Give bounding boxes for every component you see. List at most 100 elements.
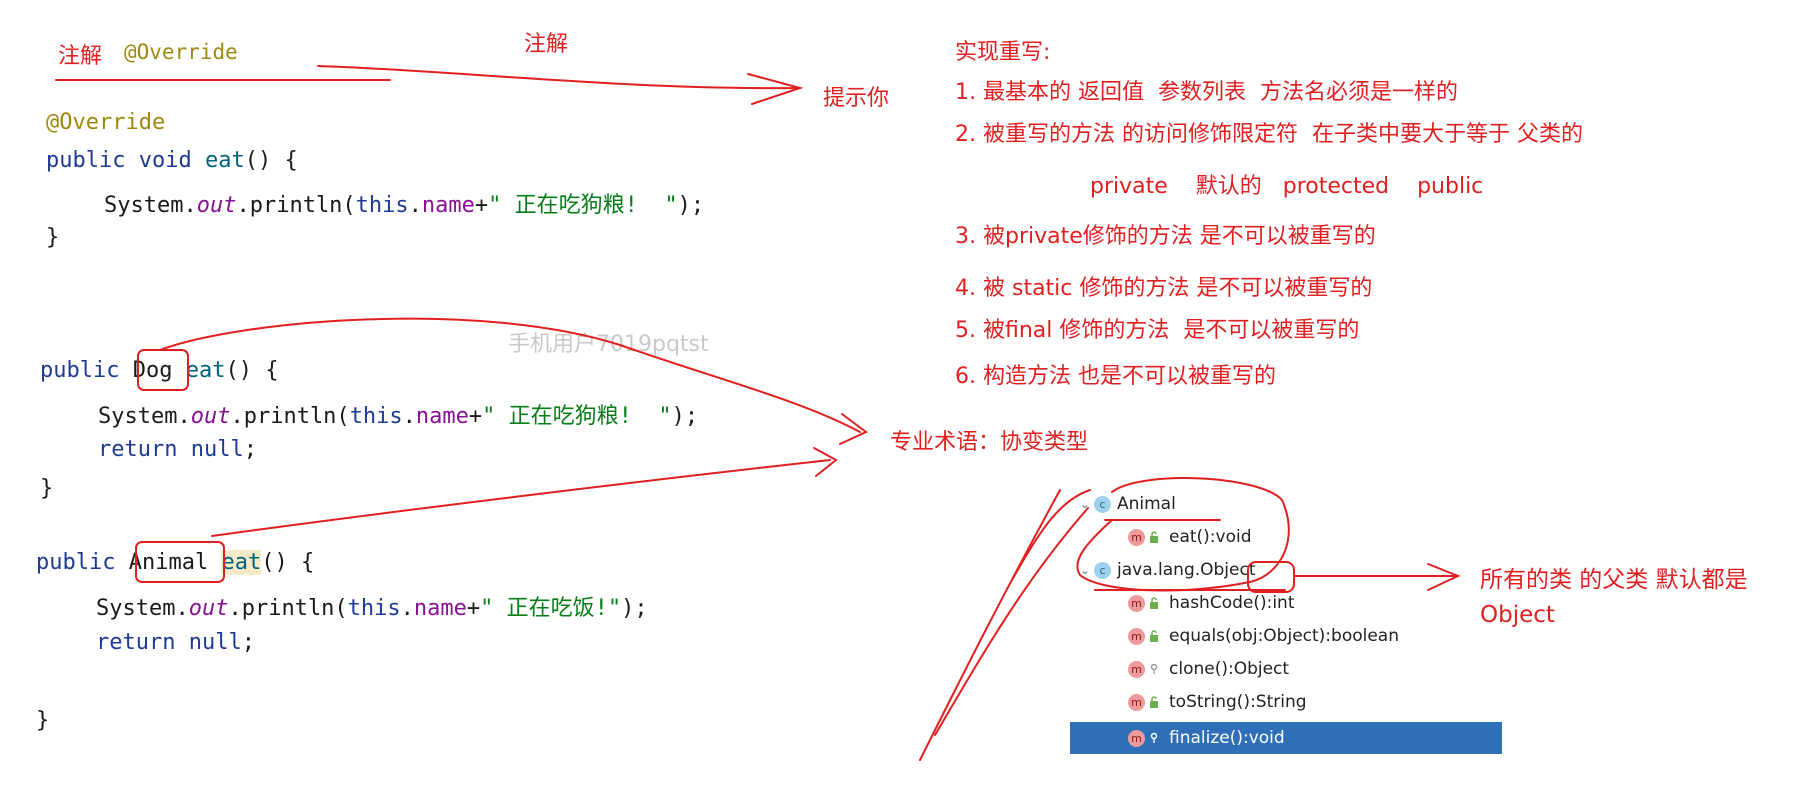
- return-statement: return null;: [96, 630, 255, 655]
- keyword-this: this: [355, 193, 409, 218]
- keyword-return: return: [98, 437, 178, 462]
- close-brace: }: [36, 708, 50, 733]
- rule-item: 6. 构造方法 也是不可以被重写的: [955, 364, 1276, 389]
- rules-title: 实现重写:: [955, 40, 1051, 65]
- tree-node-finalize[interactable]: m finalize():void: [1070, 722, 1502, 754]
- string-literal: " 正在吃狗粮! ": [482, 404, 672, 429]
- system-text: System.: [98, 404, 191, 429]
- hint-arrow-head: [747, 73, 804, 105]
- tree-node-eat[interactable]: m eat():void: [1128, 527, 1252, 547]
- public-lock-icon: [1150, 597, 1158, 609]
- name-field: name: [421, 193, 475, 218]
- plus: +: [474, 193, 489, 218]
- rule-item: 4. 被 static 修饰的方法 是不可以被重写的: [955, 276, 1373, 301]
- system-text: System.: [104, 193, 197, 218]
- return-type-animal: Animal: [128, 550, 209, 575]
- access-modifier-order: private 默认的 protected public: [1090, 174, 1484, 199]
- semicolon: ;: [243, 437, 257, 462]
- rule-item: 5. 被final 修饰的方法 是不可以被重写的: [955, 318, 1360, 343]
- animal-arrow-head: [813, 447, 838, 477]
- close-brace: }: [46, 225, 60, 250]
- plus: +: [468, 404, 483, 429]
- print-statement: System.out.println(this.name+" 正在吃狗粮! ")…: [104, 187, 704, 219]
- dog-highlight-box: [137, 349, 189, 391]
- tree-node-label: clone():Object: [1169, 659, 1290, 679]
- chevron-down-icon[interactable]: ⌄: [1080, 497, 1091, 511]
- statement-end: );: [621, 596, 648, 621]
- animal-highlight-box: [135, 541, 225, 583]
- annotation-code-label: @Override: [124, 40, 238, 64]
- string-literal: " 正在吃饭!": [480, 596, 622, 621]
- method-name: eat: [204, 148, 245, 173]
- tree-node-equals[interactable]: m equals(obj:Object):boolean: [1128, 626, 1399, 646]
- println-call: .println(: [228, 596, 348, 621]
- public-lock-icon: [1150, 531, 1158, 543]
- method-icon: m: [1128, 528, 1145, 546]
- statement-end: );: [677, 193, 705, 218]
- string-literal: " 正在吃狗粮! ": [488, 193, 678, 218]
- keyword-null: null: [190, 437, 244, 462]
- method-name: eat: [221, 550, 262, 575]
- paren-open: () {: [261, 550, 315, 575]
- tree-node-label: eat():void: [1169, 527, 1252, 547]
- chevron-down-icon[interactable]: ⌄: [1080, 563, 1091, 577]
- keyword-public: public: [40, 358, 120, 383]
- paren-open: () {: [225, 358, 279, 383]
- keyword-return: return: [96, 630, 176, 655]
- rule-item: 2. 被重写的方法 的访问修饰限定符 在子类中要大于等于 父类的: [955, 122, 1583, 147]
- statement-end: );: [671, 404, 699, 429]
- out-field: out: [196, 193, 237, 218]
- tree-node-clone[interactable]: m clone():Object: [1128, 659, 1289, 679]
- paren-open: () {: [244, 148, 298, 173]
- dot: .: [402, 404, 416, 429]
- method-signature: public Dog eat() {: [40, 358, 278, 383]
- out-field: out: [190, 404, 231, 429]
- tree-node-label: hashCode():int: [1169, 593, 1295, 613]
- dog-arrow-head: [839, 413, 868, 445]
- return-statement: return null;: [98, 437, 257, 462]
- method-icon: m: [1128, 594, 1145, 612]
- println-call: .println(: [236, 193, 356, 218]
- plus: +: [466, 596, 481, 621]
- println-call: .println(: [230, 404, 350, 429]
- annotation-label: 注解: [58, 44, 103, 69]
- tree-node-label: toString():String: [1169, 692, 1307, 712]
- override-annotation: @Override: [46, 110, 166, 135]
- covariant-term: 专业术语：协变类型: [890, 430, 1089, 455]
- semicolon: ;: [241, 630, 255, 655]
- hint-arrow: [317, 65, 801, 90]
- method-icon: m: [1128, 729, 1145, 747]
- animal-arrow: [211, 459, 831, 537]
- object-arrow-head: [1427, 563, 1461, 591]
- object-note-line1: 所有的类 的父类 默认都是: [1480, 567, 1748, 593]
- keyword-this: this: [349, 404, 403, 429]
- dot: .: [408, 193, 422, 218]
- method-icon: m: [1128, 627, 1145, 645]
- class-icon: c: [1094, 561, 1111, 579]
- ink-stroke: [1011, 489, 1091, 581]
- close-brace: }: [40, 476, 54, 501]
- method-name: eat: [185, 358, 226, 383]
- ink-circle: [1076, 477, 1290, 592]
- tree-node-object[interactable]: ⌄c java.lang.Object: [1080, 560, 1256, 580]
- method-signature: public Animal eat() {: [36, 550, 314, 575]
- tree-node-hashcode[interactable]: m hashCode():int: [1128, 593, 1295, 613]
- return-type-dog: Dog: [132, 358, 173, 383]
- name-field: name: [415, 404, 469, 429]
- rule-item: 1. 最基本的 返回值 参数列表 方法名必须是一样的: [955, 80, 1458, 105]
- print-statement: System.out.println(this.name+" 正在吃饭!");: [96, 590, 648, 622]
- protected-key-icon: [1150, 663, 1158, 674]
- object-note-line2: Object: [1480, 602, 1555, 628]
- keyword-null: null: [188, 630, 242, 655]
- method-icon: m: [1128, 660, 1145, 678]
- tree-node-label: Animal: [1117, 494, 1176, 514]
- dog-arrow: [159, 317, 861, 433]
- tree-node-label: finalize():void: [1169, 728, 1285, 748]
- tree-node-label: equals(obj:Object):boolean: [1169, 626, 1399, 646]
- public-lock-icon: [1150, 696, 1158, 708]
- tree-node-label: java.lang.Object: [1117, 560, 1256, 580]
- annotation-arrow-label: 注解: [524, 32, 569, 57]
